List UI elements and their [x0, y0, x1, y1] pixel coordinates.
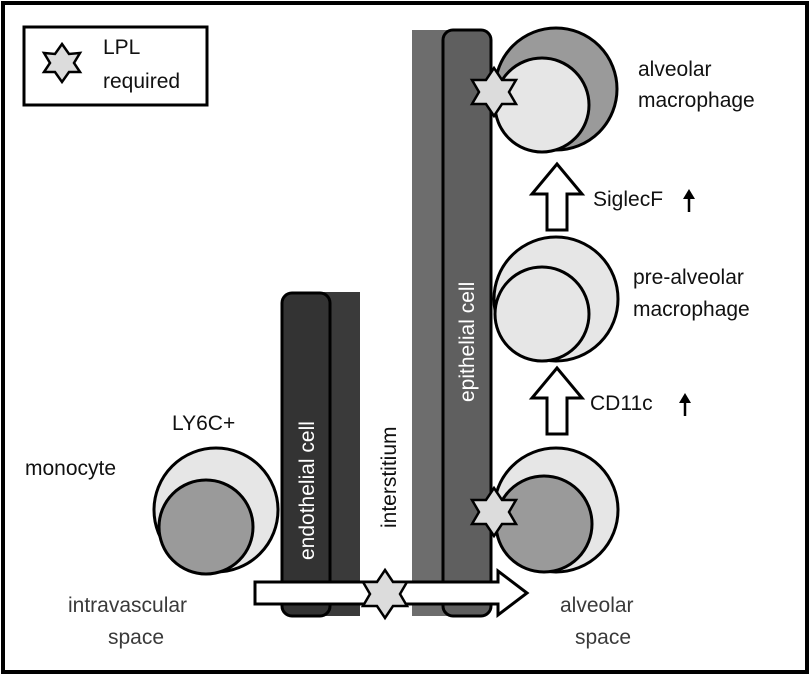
siglecf-up-arrow-icon: [683, 189, 695, 212]
star-icon: [41, 41, 83, 85]
alveolar-macrophage-cell: [493, 26, 619, 154]
monocyte-label: monocyte: [25, 457, 116, 480]
differentiation-arrow-upper: [528, 161, 586, 232]
siglecf-label: SiglecF: [593, 188, 663, 211]
lpl-star-icon-alveolar-space: [469, 485, 519, 539]
endothelial-cell: [280, 291, 332, 618]
pre-alveolar-macrophage-cell: [492, 235, 620, 363]
cd11c-label: CD11c: [590, 392, 653, 415]
legend-text-line2: required: [103, 70, 180, 93]
alveolar-macrophage-label-line1: alveolar: [638, 58, 712, 81]
epithelial-cell-label: epithelial cell: [456, 282, 479, 402]
legend-box: LPL required: [22, 25, 209, 107]
lpl-star-icon-alveolar: [469, 65, 519, 119]
alveolar-space-cell: [492, 446, 620, 574]
intravascular-space-label-line1: intravascular: [68, 594, 187, 617]
alveolar-space-label-line2: space: [575, 626, 631, 649]
pre-alveolar-label-line1: pre-alveolar: [633, 266, 744, 289]
monocyte-cell: [152, 446, 280, 576]
intravascular-space-label-line2: space: [108, 626, 164, 649]
epithelial-cell: [441, 28, 493, 618]
endothelial-cell-label: endothelial cell: [296, 421, 319, 560]
alveolar-space-label-line1: alveolar: [560, 594, 634, 617]
ly6c-label: LY6C+: [172, 412, 235, 435]
differentiation-arrow-lower: [528, 365, 586, 436]
cd11c-up-arrow-icon: [679, 393, 691, 416]
legend-text-line1: LPL: [103, 36, 140, 59]
interstitium-label: interstitium: [378, 426, 401, 528]
pre-alveolar-label-line2: macrophage: [633, 298, 750, 321]
alveolar-macrophage-label-line2: macrophage: [638, 89, 755, 112]
lpl-star-icon-interstitium: [360, 567, 410, 621]
